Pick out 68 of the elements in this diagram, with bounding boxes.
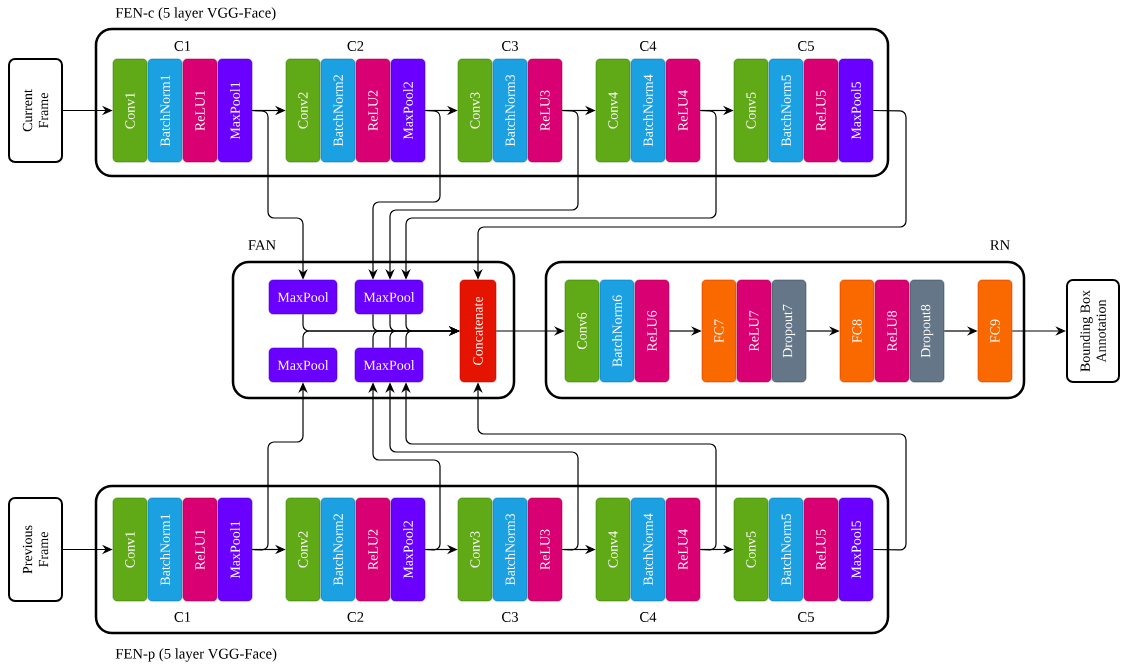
pooling-box: MaxPool bbox=[268, 279, 338, 315]
layer-block: ReLU2 bbox=[355, 497, 391, 602]
layer-block: ReLU4 bbox=[665, 58, 701, 163]
layer-block: Conv6 bbox=[564, 279, 600, 383]
group-label: C5 bbox=[798, 612, 814, 622]
layer-block: ReLU8 bbox=[874, 279, 910, 383]
layer-block: BatchNorm4 bbox=[630, 497, 666, 602]
layer-block: Dropout8 bbox=[909, 279, 945, 383]
layer-block: ReLU5 bbox=[803, 58, 839, 163]
layer-block: BatchNorm2 bbox=[320, 497, 356, 602]
layer-block: Conv5 bbox=[733, 58, 769, 163]
layer-block: BatchNorm5 bbox=[768, 497, 804, 602]
node-label: RN bbox=[990, 240, 1010, 250]
layer-block: MaxPool5 bbox=[838, 497, 874, 602]
layer-block: Conv3 bbox=[457, 58, 493, 163]
layer-block: BatchNorm3 bbox=[492, 497, 528, 602]
layer-block: ReLU3 bbox=[527, 58, 563, 163]
input-box: Previous Frame bbox=[8, 497, 63, 602]
layer-block: ReLU7 bbox=[736, 279, 772, 383]
layer-block: FC7 bbox=[701, 279, 737, 383]
layer-block: Conv2 bbox=[285, 497, 321, 602]
layer-block: ReLU1 bbox=[182, 497, 218, 602]
input-box: Bounding Box Annotation bbox=[1066, 279, 1120, 383]
input-box: Current Frame bbox=[8, 58, 63, 163]
pooling-box: MaxPool bbox=[268, 347, 338, 383]
group-label: C1 bbox=[174, 41, 191, 51]
group-label: C1 bbox=[174, 612, 191, 622]
group-label: C3 bbox=[502, 41, 518, 51]
layer-block: MaxPool5 bbox=[838, 58, 874, 163]
pooling-box: MaxPool bbox=[354, 347, 424, 383]
layer-block: Conv1 bbox=[112, 497, 148, 602]
pooling-box: MaxPool bbox=[354, 279, 424, 315]
layer-block: ReLU5 bbox=[803, 497, 839, 602]
group-label: C2 bbox=[347, 41, 364, 51]
group-label: C4 bbox=[640, 41, 657, 51]
group-label: C3 bbox=[502, 612, 518, 622]
layer-block: ReLU3 bbox=[527, 497, 563, 602]
layer-block: Concatenate bbox=[459, 279, 497, 383]
layer-block: ReLU2 bbox=[355, 58, 391, 163]
node-label: FAN bbox=[248, 240, 276, 250]
group-label: C4 bbox=[640, 612, 657, 622]
layer-block: BatchNorm1 bbox=[147, 58, 183, 163]
node-label: FEN-p (5 layer VGG-Face) bbox=[115, 648, 277, 662]
layer-block: ReLU4 bbox=[665, 497, 701, 602]
layer-block: BatchNorm3 bbox=[492, 58, 528, 163]
layer-block: FC8 bbox=[839, 279, 875, 383]
layer-block: FC9 bbox=[977, 279, 1013, 383]
layer-block: MaxPool2 bbox=[390, 497, 426, 602]
layer-block: ReLU1 bbox=[182, 58, 218, 163]
layer-block: ReLU6 bbox=[634, 279, 670, 383]
layer-block: Conv5 bbox=[733, 497, 769, 602]
node-label: FEN-c (5 layer VGG-Face) bbox=[115, 7, 276, 21]
group-label: C5 bbox=[798, 41, 814, 51]
layer-block: Conv4 bbox=[595, 497, 631, 602]
layer-block: MaxPool1 bbox=[217, 497, 253, 602]
layer-block: MaxPool2 bbox=[390, 58, 426, 163]
layer-block: Conv2 bbox=[285, 58, 321, 163]
layer-block: BatchNorm5 bbox=[768, 58, 804, 163]
layer-block: MaxPool1 bbox=[217, 58, 253, 163]
layer-block: BatchNorm6 bbox=[599, 279, 635, 383]
group-label: C2 bbox=[347, 612, 364, 622]
layer-block: Conv4 bbox=[595, 58, 631, 163]
layer-block: BatchNorm4 bbox=[630, 58, 666, 163]
layer-block: Conv1 bbox=[112, 58, 148, 163]
layer-block: BatchNorm2 bbox=[320, 58, 356, 163]
layer-block: BatchNorm1 bbox=[147, 497, 183, 602]
layer-block: Dropout7 bbox=[771, 279, 807, 383]
layer-block: Conv3 bbox=[457, 497, 493, 602]
